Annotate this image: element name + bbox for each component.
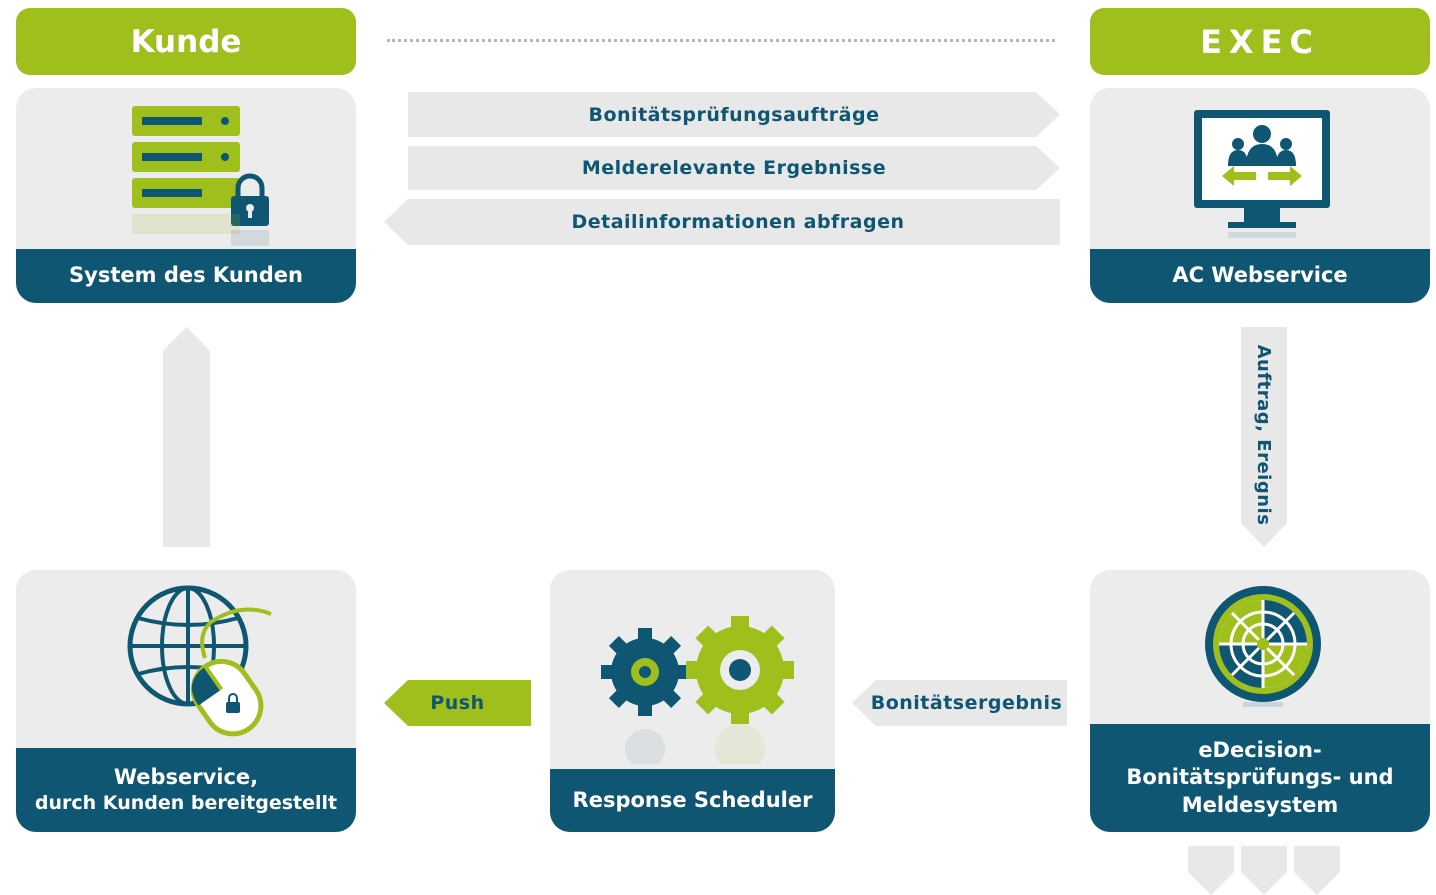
arrow-down-right bbox=[1241, 327, 1287, 547]
server-lock-icon bbox=[130, 104, 275, 249]
response-scheduler-label: Response Scheduler bbox=[550, 769, 835, 832]
arrow-reportable-results bbox=[408, 146, 1060, 190]
label-order-event: Auftrag, Ereignis bbox=[1253, 344, 1275, 526]
ac-webservice-card: AC Webservice bbox=[1090, 88, 1430, 303]
globe-mouse-icon bbox=[126, 584, 286, 744]
label-query-details: Detailinformationen abfragen bbox=[571, 211, 905, 233]
customer-system-label: System des Kunden bbox=[16, 249, 356, 303]
arrow-credit-result bbox=[852, 680, 1067, 726]
dotted-connector bbox=[387, 39, 1055, 42]
monitor-users-icon bbox=[1192, 108, 1332, 248]
customer-system-card: System des Kunden bbox=[16, 88, 356, 303]
edecision-card: eDecision- Bonitätsprüfungs- und Meldesy… bbox=[1090, 570, 1430, 832]
label-push: Push bbox=[430, 692, 485, 714]
label-credit-result: Bonitätsergebnis bbox=[870, 692, 1063, 714]
arrow-push bbox=[384, 680, 531, 726]
edecision-label: eDecision- Bonitätsprüfungs- und Meldesy… bbox=[1090, 724, 1430, 832]
gears-icon bbox=[600, 614, 800, 764]
label-reportable-results: Melderelevante Ergebnisse bbox=[581, 157, 887, 179]
arrow-query-details bbox=[384, 199, 1060, 245]
bottom-chevrons bbox=[1188, 846, 1340, 895]
customer-webservice-card: Webservice, durch Kunden bereitgestellt bbox=[16, 570, 356, 832]
ac-webservice-label: AC Webservice bbox=[1090, 249, 1430, 303]
kunde-header: Kunde bbox=[16, 8, 356, 75]
arrow-credit-check-orders bbox=[408, 92, 1060, 137]
arrow-up-left bbox=[163, 327, 210, 547]
kunde-header-label: Kunde bbox=[130, 23, 242, 60]
exec-header: EXEC bbox=[1090, 8, 1430, 75]
exec-logo: EXEC bbox=[1200, 22, 1320, 61]
customer-webservice-label: Webservice, durch Kunden bereitgestellt bbox=[16, 748, 356, 832]
label-credit-check-orders: Bonitätsprüfungsaufträge bbox=[588, 103, 880, 126]
radar-dial-icon bbox=[1203, 584, 1323, 724]
response-scheduler-card: Response Scheduler bbox=[550, 570, 835, 832]
